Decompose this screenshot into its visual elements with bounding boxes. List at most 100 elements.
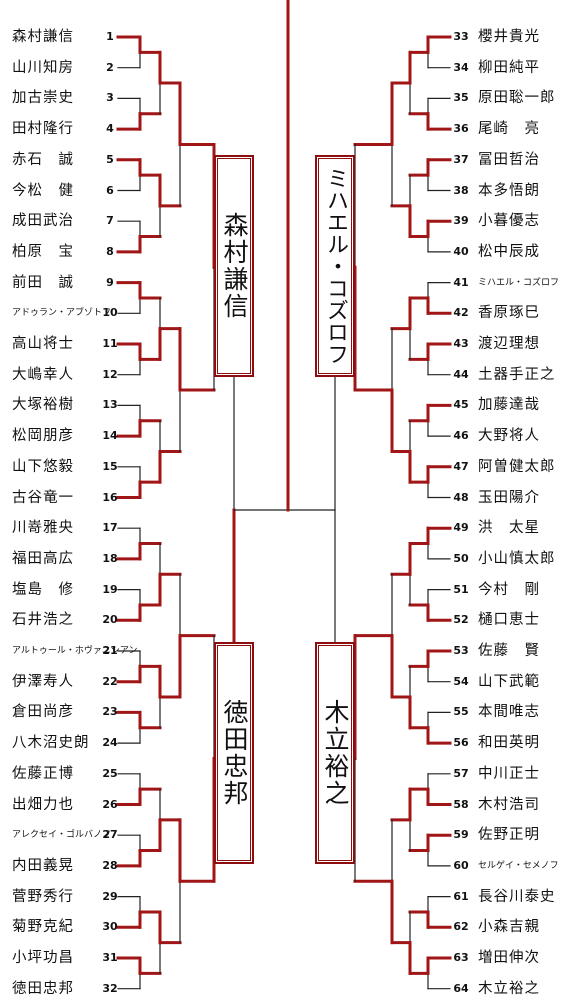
left-player-seed: 20 <box>102 613 118 627</box>
left-player-seed: 16 <box>102 490 118 504</box>
left-player-name: 徳田忠邦 <box>12 980 74 997</box>
right-player-seed: 43 <box>453 337 469 350</box>
right-player-seed: 47 <box>453 459 469 473</box>
right-player-name: 土器手正之 <box>478 366 556 383</box>
right-player-name: 洪 太星 <box>478 520 540 537</box>
left-player-name: 佐藤正博 <box>12 765 74 782</box>
left-player-name: アルトゥール・ホヴァニシアン <box>12 646 138 656</box>
right-player-name: 今村 剛 <box>478 581 540 598</box>
right-player-seed: 50 <box>453 551 469 565</box>
right-player-name: 本多悟朗 <box>478 182 540 199</box>
right-player-name: 加藤達哉 <box>478 397 540 414</box>
right-player-name: 長谷川泰史 <box>478 888 556 905</box>
left-player-name: 伊澤寿人 <box>12 673 74 690</box>
left-player-name: 山川知房 <box>12 59 74 76</box>
right-player-seed: 59 <box>453 828 469 842</box>
right-player-seed: 48 <box>453 490 469 504</box>
right-player-seed: 45 <box>453 398 469 412</box>
left-player-seed: 26 <box>102 797 118 811</box>
right-player-name: 渡辺理想 <box>478 336 540 352</box>
right-player-name: 尾崎 亮 <box>478 121 540 138</box>
right-player-seed: 51 <box>453 582 469 596</box>
left-player-name: 古谷竜一 <box>12 489 74 506</box>
left-player-seed: 14 <box>102 429 118 443</box>
right-player-seed: 35 <box>453 91 469 105</box>
left-player-seed: 15 <box>102 459 118 473</box>
right-player-seed: 58 <box>453 797 469 811</box>
right-player-seed: 56 <box>453 736 469 750</box>
left-player-seed: 25 <box>102 766 118 780</box>
left-player-name: 赤石 誠 <box>12 151 74 168</box>
right-player-seed: 55 <box>453 705 469 719</box>
left-player-seed: 12 <box>102 367 118 381</box>
right-player-seed: 38 <box>453 183 469 197</box>
left-player-name: 柏原 宝 <box>12 243 74 260</box>
left-player-name: 出畑力也 <box>12 796 74 813</box>
left-player-seed: 27 <box>102 828 118 842</box>
left-player-seed: 8 <box>106 244 114 258</box>
right-player-name: 佐藤 賢 <box>478 643 540 659</box>
left-player-name: 今松 健 <box>12 182 74 199</box>
left-player-seed: 7 <box>106 214 114 228</box>
left-player-seed: 24 <box>102 736 118 750</box>
left-player-seed: 5 <box>106 152 114 166</box>
right-player-seed: 34 <box>453 60 469 74</box>
right-player-seed: 63 <box>453 951 469 964</box>
right-player-seed: 62 <box>453 920 469 934</box>
right-player-seed: 57 <box>453 766 469 780</box>
right-player-name: 小森吉親 <box>478 919 540 936</box>
left-player-seed: 3 <box>106 91 114 105</box>
left-player-seed: 1 <box>106 30 114 43</box>
right-player-seed: 54 <box>453 674 469 688</box>
right-player-name: 小暮優志 <box>478 213 540 230</box>
left-player-name: 森村謙信 <box>12 29 74 45</box>
right-player-name: 松中辰成 <box>478 243 540 260</box>
right-player-name: 玉田陽介 <box>478 489 540 506</box>
left-player-seed: 18 <box>102 551 118 565</box>
right-player-name: 本間唯志 <box>478 704 540 721</box>
left-player-name: 加古崇史 <box>12 90 74 107</box>
left-player-name: 大塚裕樹 <box>12 397 74 414</box>
right-player-name: 木立裕之 <box>478 980 540 997</box>
left-player-seed: 28 <box>102 858 118 872</box>
left-player-seed: 17 <box>102 521 118 535</box>
left-player-name: 前田 誠 <box>12 274 74 291</box>
semifinalist-bottom-left-name: 徳田忠邦 <box>220 699 249 807</box>
right-player-seed: 36 <box>453 122 469 136</box>
left-player-name: 福田高広 <box>12 550 74 567</box>
left-player-name: 成田武治 <box>12 213 74 230</box>
left-player-seed: 31 <box>102 951 118 964</box>
left-player-name: 内田義晃 <box>12 857 74 874</box>
semifinal-box-top-right: ミハエル・コズロフ <box>315 155 355 377</box>
right-player-name: 柳田純平 <box>478 59 540 76</box>
right-player-name: 中川正士 <box>478 765 540 782</box>
right-player-seed: 64 <box>453 981 469 995</box>
semifinal-box-bottom-right: 木立裕之 <box>315 642 355 864</box>
right-player-seed: 42 <box>453 306 469 320</box>
left-player-seed: 19 <box>102 582 118 596</box>
left-player-seed: 10 <box>102 306 118 320</box>
semifinal-box-bottom-left: 徳田忠邦 <box>214 642 254 864</box>
right-player-name: 木村浩司 <box>478 796 540 813</box>
left-player-seed: 21 <box>102 644 118 657</box>
left-player-seed: 29 <box>102 889 118 903</box>
left-player-name: 小坪功昌 <box>12 950 74 966</box>
left-player-name: 八木沼史朗 <box>12 735 90 752</box>
left-player-seed: 2 <box>106 60 114 74</box>
left-player-name: 石井浩之 <box>12 612 74 629</box>
left-player-name: アレクセイ・ゴルバノフ <box>12 830 112 841</box>
right-player-name: 佐野正明 <box>478 827 540 844</box>
right-player-name: 原田聡一郎 <box>478 90 556 107</box>
left-player-name: 菊野克紀 <box>12 919 74 936</box>
semifinalist-top-left-name: 森村謙信 <box>220 212 249 320</box>
left-player-seed: 30 <box>102 920 118 934</box>
right-player-name: 大野将人 <box>478 428 540 445</box>
left-player-name: 倉田尚彦 <box>12 704 74 721</box>
right-player-seed: 52 <box>453 613 469 627</box>
right-player-name: 和田英明 <box>478 735 540 752</box>
right-player-seed: 39 <box>453 214 469 228</box>
right-player-name: 増田伸次 <box>478 950 540 966</box>
right-player-seed: 37 <box>453 152 469 166</box>
right-player-seed: 53 <box>453 644 469 657</box>
right-player-name: 山下武範 <box>478 673 540 690</box>
